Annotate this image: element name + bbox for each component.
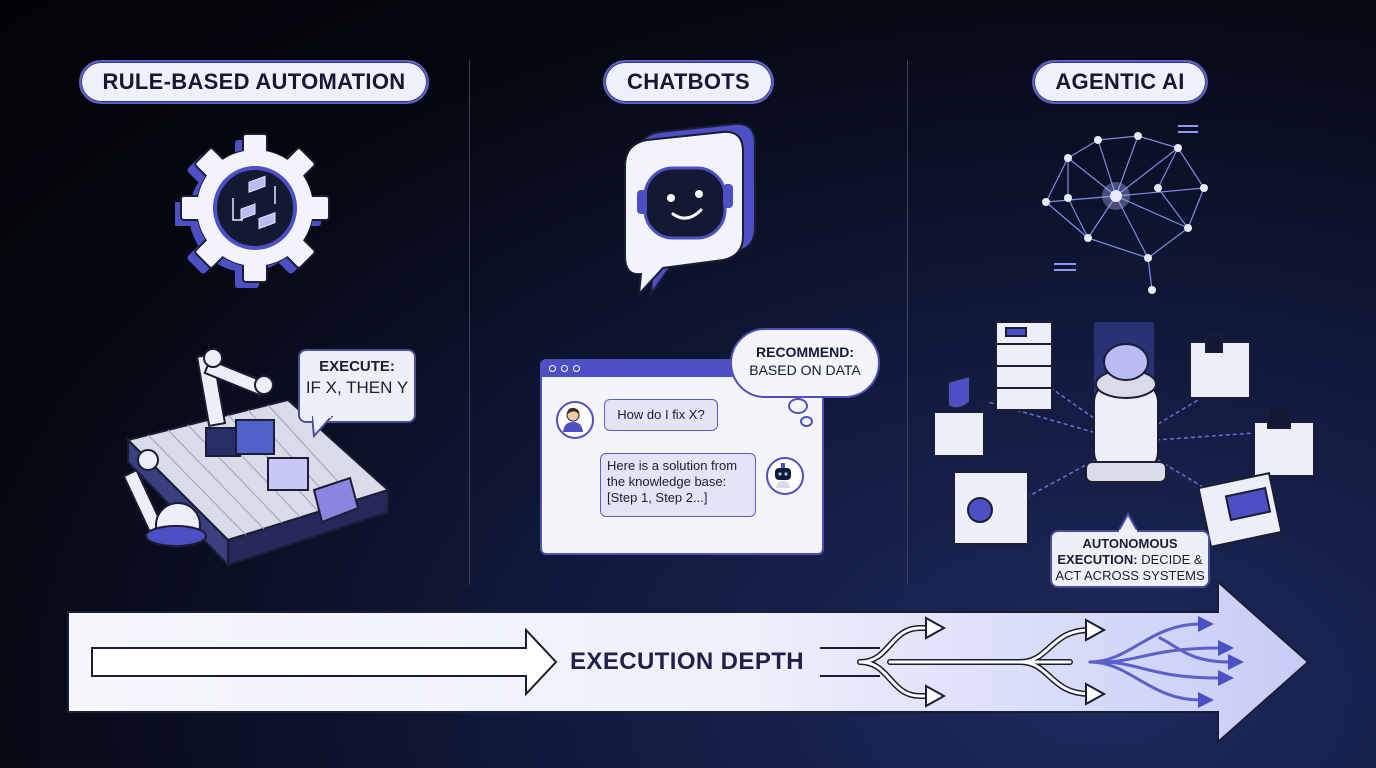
window-dot <box>561 365 568 372</box>
execute-callout-line1: EXECUTE: <box>319 358 395 375</box>
user-icon <box>563 407 583 432</box>
execute-callout: EXECUTE: IF X, THEN Y <box>298 349 416 423</box>
user-avatar <box>556 401 594 439</box>
chatbots-title: CHATBOTS <box>603 60 774 104</box>
user-message: How do I fix X? <box>604 399 718 431</box>
rule-based-automation-title: RULE-BASED AUTOMATION <box>79 60 429 104</box>
execute-callout-line2: IF X, THEN Y <box>305 378 409 397</box>
column-divider <box>907 60 908 585</box>
callout-tail <box>312 416 334 438</box>
thought-line2: BASED ON DATA <box>749 362 861 378</box>
window-dot <box>549 365 556 372</box>
bot-reply-line2: the knowledge base: <box>607 474 727 489</box>
autonomous-execution-callout: AUTONOMOUS EXECUTION: DECIDE & ACT ACROS… <box>1050 530 1210 588</box>
execution-depth-label: EXECUTION DEPTH <box>570 648 805 675</box>
thought-line1: RECOMMEND: <box>756 344 854 360</box>
chat-window: How do I fix X? Here is a solution from … <box>540 359 824 555</box>
gear-workflow-icon <box>175 133 330 288</box>
bot-avatar <box>766 457 804 495</box>
agentic-ai-title: AGENTIC AI <box>1032 60 1208 104</box>
execution-depth-arrow <box>67 579 1310 745</box>
callout-tail <box>1116 512 1140 532</box>
recommend-thought-bubble: RECOMMEND: BASED ON DATA <box>730 328 880 398</box>
thought-dot-small <box>800 416 813 427</box>
agentic-callout-line2-bold: EXECUTION: <box>1057 552 1138 567</box>
robot-icon <box>775 463 791 488</box>
thought-dot-large <box>788 398 808 414</box>
neural-brain-icon <box>1042 125 1208 294</box>
column-divider <box>469 60 470 585</box>
window-dot <box>573 365 580 372</box>
bot-reply: Here is a solution from the knowledge ba… <box>600 453 756 517</box>
agentic-callout-line2-rest: DECIDE & <box>1141 552 1203 567</box>
conveyor-robot-arm-illustration <box>122 348 390 568</box>
agentic-callout-line3: ACT ACROSS SYSTEMS <box>1055 568 1205 583</box>
connected-systems-illustration <box>933 321 1315 549</box>
bot-reply-line3: [Step 1, Step 2...] <box>607 490 708 505</box>
agentic-callout-line1: AUTONOMOUS <box>1082 536 1178 551</box>
chatbot-bubble-icon <box>624 122 756 298</box>
bot-reply-line1: Here is a solution from <box>607 458 738 473</box>
